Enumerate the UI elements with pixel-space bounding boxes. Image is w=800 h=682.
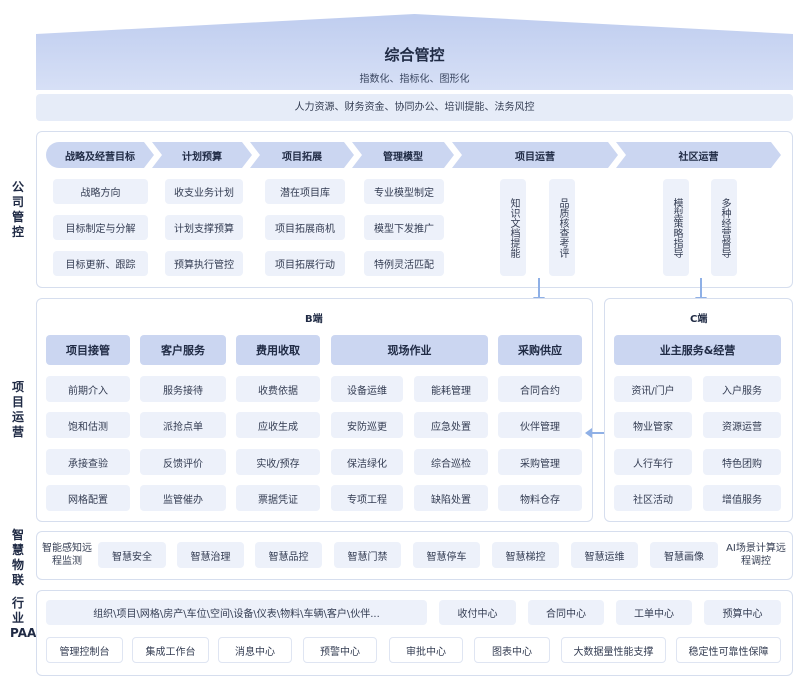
paas-item: 组织\项目\网格\房产\车位\空间\设备\仪表\物料\车辆\客户\伙伴... bbox=[46, 600, 427, 625]
iot-right-label: AI场景计算远程调控 bbox=[726, 543, 786, 567]
b-cell: 安防巡更 bbox=[331, 412, 403, 438]
b-cell: 设备运维 bbox=[331, 376, 403, 402]
b-header: 现场作业 bbox=[331, 335, 488, 365]
b-cell: 应收生成 bbox=[236, 412, 320, 438]
paas-item: 消息中心 bbox=[218, 637, 292, 663]
paas-item: 收付中心 bbox=[439, 600, 516, 625]
paas-item: 大数据量性能支撑 bbox=[561, 637, 666, 663]
paas-item: 集成工作台 bbox=[132, 637, 209, 663]
b-cell: 票据凭证 bbox=[236, 485, 320, 511]
header-banner: 综合管控 指数化、指标化、图形化 bbox=[36, 14, 793, 90]
c-cell: 物业管家 bbox=[614, 412, 692, 438]
company-cell: 预算执行管控 bbox=[165, 251, 243, 276]
c-cell: 人行车行 bbox=[614, 449, 692, 475]
side-label-project: 项目运营 bbox=[11, 380, 24, 439]
c-cell: 入户服务 bbox=[703, 376, 781, 402]
company-cell: 战略方向 bbox=[53, 179, 148, 204]
company-cell: 项目拓展商机 bbox=[265, 215, 345, 240]
paas-item: 工单中心 bbox=[616, 600, 692, 625]
community-vertical-cell: 多种经营督导 bbox=[711, 179, 737, 276]
b-cell: 专项工程 bbox=[331, 485, 403, 511]
b-cell: 缺陷处置 bbox=[414, 485, 488, 511]
c-cell: 特色团购 bbox=[703, 449, 781, 475]
c-header: 业主服务&经营 bbox=[614, 335, 781, 365]
company-cell: 专业模型制定 bbox=[364, 179, 444, 204]
b-end-title: B端 bbox=[305, 314, 323, 325]
paas-item: 图表中心 bbox=[474, 637, 550, 663]
iot-item: 智慧安全 bbox=[98, 542, 166, 568]
b-header: 客户服务 bbox=[140, 335, 226, 365]
company-cell: 项目拓展行动 bbox=[265, 251, 345, 276]
iot-item: 智慧画像 bbox=[650, 542, 718, 568]
company-cell: 收支业务计划 bbox=[165, 179, 243, 204]
page-subtitle: 指数化、指标化、图形化 bbox=[359, 74, 470, 85]
company-cell: 潜在项目库 bbox=[265, 179, 345, 204]
company-cell: 目标更新、跟踪 bbox=[53, 251, 148, 276]
b-header: 项目接管 bbox=[46, 335, 130, 365]
paas-item: 管理控制台 bbox=[46, 637, 123, 663]
b-header: 费用收取 bbox=[236, 335, 320, 365]
company-cell: 计划支撑预算 bbox=[165, 215, 243, 240]
down-arrow-c bbox=[700, 278, 702, 300]
stage-chevron: 项目拓展 bbox=[250, 142, 354, 168]
c-cell: 资讯/门户 bbox=[614, 376, 692, 402]
b-cell: 应急处置 bbox=[414, 412, 488, 438]
b-cell: 网格配置 bbox=[46, 485, 130, 511]
paas-item: 预算中心 bbox=[704, 600, 781, 625]
paas-item: 预警中心 bbox=[303, 637, 377, 663]
ops-vertical-cell: 知识文档提能 bbox=[500, 179, 526, 276]
b-cell: 采购管理 bbox=[498, 449, 582, 475]
b-cell: 收费依据 bbox=[236, 376, 320, 402]
iot-item: 智慧门禁 bbox=[334, 542, 401, 568]
c-cell: 资源运营 bbox=[703, 412, 781, 438]
b-header: 采购供应 bbox=[498, 335, 582, 365]
stage-chevron: 管理模型 bbox=[352, 142, 454, 168]
iot-item: 智慧停车 bbox=[413, 542, 480, 568]
company-cell: 目标制定与分解 bbox=[53, 215, 148, 240]
iot-left-label: 智能感知远程监测 bbox=[42, 543, 92, 567]
b-cell: 综合巡检 bbox=[414, 449, 488, 475]
b-cell: 派抢点单 bbox=[140, 412, 226, 438]
paas-item: 合同中心 bbox=[528, 600, 604, 625]
c-end-title: C端 bbox=[690, 314, 708, 325]
b-cell: 服务接待 bbox=[140, 376, 226, 402]
b-cell: 保洁绿化 bbox=[331, 449, 403, 475]
b-cell: 合同合约 bbox=[498, 376, 582, 402]
b-cell: 反馈评价 bbox=[140, 449, 226, 475]
b-cell: 实收/预存 bbox=[236, 449, 320, 475]
down-arrow-b bbox=[538, 278, 540, 300]
stage-chevron: 战略及经营目标 bbox=[46, 142, 154, 168]
stage-chevron: 社区运营 bbox=[616, 142, 781, 168]
community-vertical-cell: 模型策略指导 bbox=[663, 179, 689, 276]
support-bar: 人力资源、财务资金、协同办公、培训提能、法务风控 bbox=[36, 94, 793, 121]
b-cell: 物料仓存 bbox=[498, 485, 582, 511]
iot-item: 智慧运维 bbox=[571, 542, 638, 568]
side-label-paas: 行业PAAS bbox=[10, 596, 45, 640]
company-cell: 模型下发推广 bbox=[364, 215, 444, 240]
c-cell: 增值服务 bbox=[703, 485, 781, 511]
paas-item: 审批中心 bbox=[389, 637, 463, 663]
b-cell: 能耗管理 bbox=[414, 376, 488, 402]
iot-item: 智慧治理 bbox=[177, 542, 244, 568]
stage-chevron: 计划预算 bbox=[152, 142, 252, 168]
iot-item: 智慧梯控 bbox=[492, 542, 559, 568]
side-label-iot: 智慧物联 bbox=[11, 528, 24, 587]
paas-item: 稳定性可靠性保障 bbox=[676, 637, 781, 663]
iot-item: 智慧品控 bbox=[255, 542, 322, 568]
b-cell: 承接查验 bbox=[46, 449, 130, 475]
side-label-company: 公司管控 bbox=[11, 180, 24, 239]
c-cell: 社区活动 bbox=[614, 485, 692, 511]
b-cell: 前期介入 bbox=[46, 376, 130, 402]
ops-vertical-cell: 品质核查考评 bbox=[549, 179, 575, 276]
b-cell: 监管催办 bbox=[140, 485, 226, 511]
company-cell: 特例灵活匹配 bbox=[364, 251, 444, 276]
b-cell: 伙伴管理 bbox=[498, 412, 582, 438]
page-title: 综合管控 bbox=[384, 46, 445, 64]
b-cell: 饱和估测 bbox=[46, 412, 130, 438]
stage-chevron: 项目运营 bbox=[452, 142, 618, 168]
